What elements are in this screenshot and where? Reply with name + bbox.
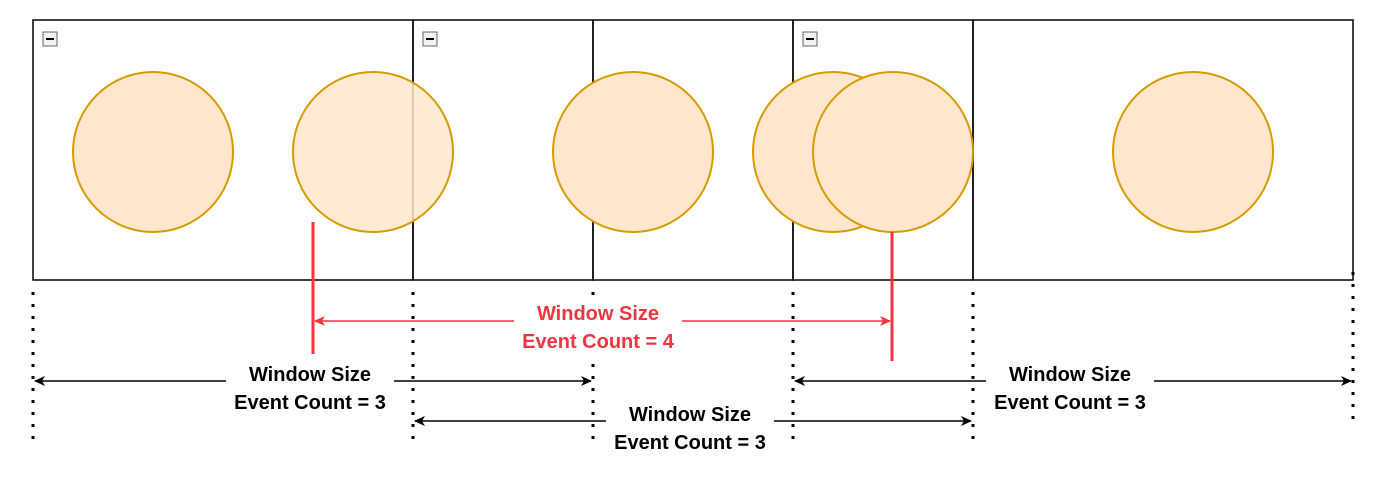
window-label-highlighted: Window Size Event Count = 4 xyxy=(522,303,675,353)
event-circle xyxy=(812,71,974,233)
minus-square-icon[interactable] xyxy=(802,31,818,47)
events xyxy=(72,71,1274,233)
event-circle xyxy=(552,71,714,233)
minus-square-icon[interactable] xyxy=(42,31,58,47)
window-label-1: Window Size Event Count = 3 xyxy=(234,364,386,414)
window-label-2: Window Size Event Count = 3 xyxy=(614,404,766,454)
window-label-line2: Event Count = 3 xyxy=(614,432,766,454)
window-label-line2: Event Count = 4 xyxy=(522,331,675,353)
window-label-line1: Window Size xyxy=(629,404,751,426)
window-label-line1: Window Size xyxy=(537,303,659,325)
minus-square-icon[interactable] xyxy=(422,31,438,47)
event-circle xyxy=(292,71,454,233)
window-label-line1: Window Size xyxy=(249,364,371,386)
window-label-line2: Event Count = 3 xyxy=(994,392,1146,414)
label-backgrounds xyxy=(226,299,1154,456)
window-label-line2: Event Count = 3 xyxy=(234,392,386,414)
event-circle xyxy=(72,71,234,233)
window-label-3: Window Size Event Count = 3 xyxy=(994,364,1146,414)
window-label-line1: Window Size xyxy=(1009,364,1131,386)
event-circle xyxy=(1112,71,1274,233)
highlight-markers xyxy=(311,222,894,361)
